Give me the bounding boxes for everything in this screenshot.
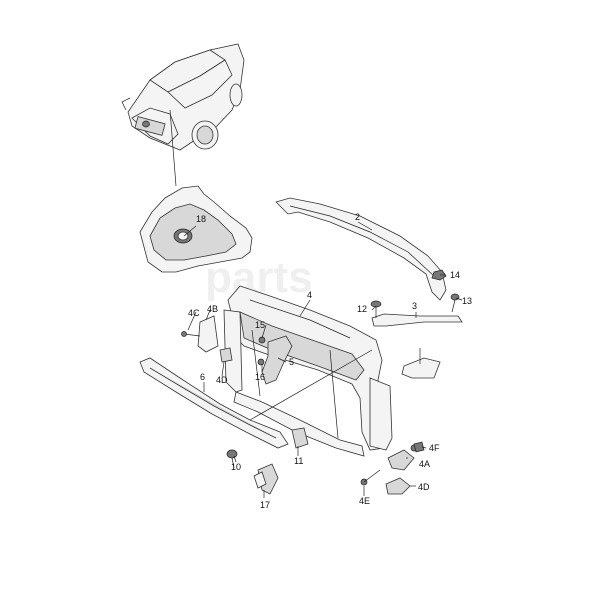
label-4f: 4F: [429, 443, 440, 453]
label-11: 11: [294, 456, 303, 466]
label-16: 16: [255, 372, 265, 382]
part-1-bracket: [401, 357, 441, 379]
part-2-cross-member: [275, 197, 447, 301]
label-4c: 4C: [188, 308, 200, 318]
label-4b: 4B: [207, 304, 218, 314]
label-12: 12: [357, 304, 367, 314]
fastener-bolt-13: [450, 293, 460, 313]
fastener-nut-14: [431, 269, 447, 281]
label-17: 17: [260, 500, 270, 510]
leader-lines: [183, 221, 463, 498]
label-4e: 4E: [359, 496, 370, 506]
label-2: 2: [355, 212, 360, 222]
fastener-screw-4c: [181, 331, 201, 337]
label-10: 10: [231, 462, 241, 472]
part-6-bumper-bar: [139, 357, 289, 449]
label-15: 15: [255, 320, 265, 330]
part-4-lock-carrier: [223, 285, 393, 457]
part-4b-bracket: [197, 315, 219, 353]
label-4: 4: [307, 290, 312, 300]
part-4d-left-clip: [219, 347, 233, 363]
part-18-front-cover: [139, 185, 253, 273]
label-3: 3: [412, 301, 417, 311]
label-14: 14: [450, 270, 460, 280]
car-illustration: [121, 43, 245, 187]
part-labels: 2 3 4 4A 4B 4C 4D 4D 4E 4F 5 6 10 11 12 …: [188, 212, 472, 510]
part-17-bracket: [253, 463, 279, 495]
fastener-bolt-12: [370, 300, 382, 318]
label-5: 5: [289, 357, 294, 367]
part-4a-bracket: [387, 444, 418, 471]
part-5-bracket: [257, 335, 293, 385]
part-3-strut: [371, 313, 463, 327]
label-6: 6: [200, 372, 205, 382]
label-13: 13: [462, 296, 472, 306]
label-4a: 4A: [419, 459, 430, 469]
fastener-clip-10: [226, 449, 238, 469]
label-4d-right: 4D: [418, 482, 430, 492]
label-4d-left: 4D: [216, 375, 228, 385]
part-11-clip: [291, 427, 309, 449]
label-18: 18: [196, 214, 206, 224]
part-4d-right-bracket: [385, 477, 411, 495]
fastener-screw-4e: [360, 469, 381, 486]
fastener-nut-4f: [413, 441, 425, 453]
